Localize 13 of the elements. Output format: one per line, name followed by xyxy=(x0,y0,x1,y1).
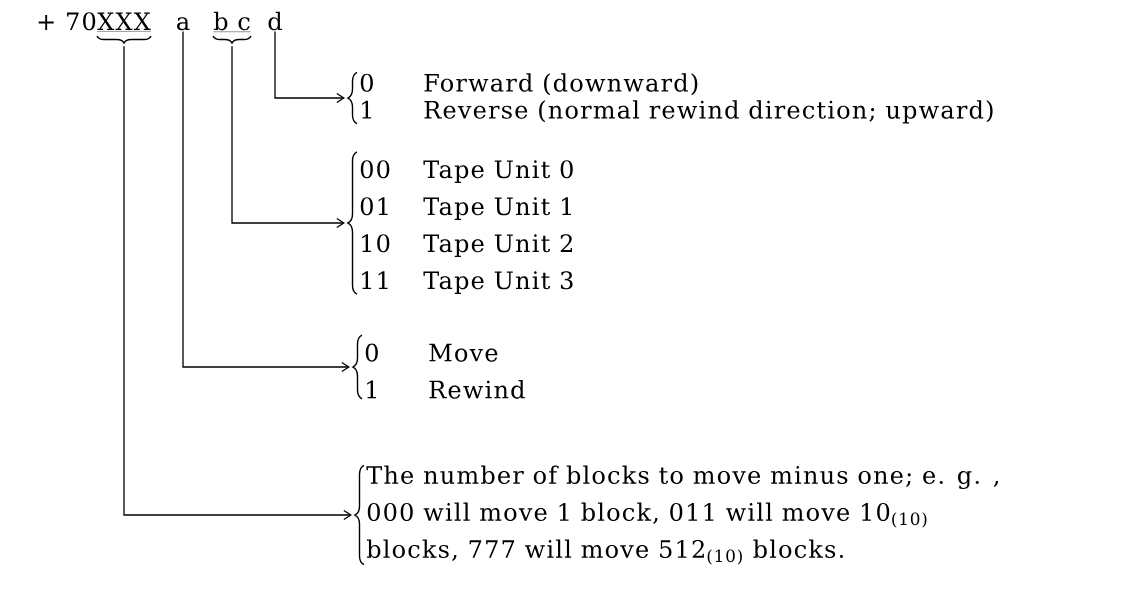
code-table: 00 Tape Unit 0 01 Tape Unit 1 10 Tape Unit 2 11 Tape Unit 3 xyxy=(347,151,573,295)
arrow xyxy=(231,45,345,229)
brace-description: The number of blocks to move minus one; e. g. , 000 will move 1 block, 011 will move 10$_{(10)}$ blocks, 777 will move 512$_{(10)}$ blocks. xyxy=(354,464,999,566)
arrow xyxy=(123,45,352,521)
code-table: 0 Forward (downward) 1 Reverse (normal rewind direction; upward) xyxy=(347,71,993,125)
arrow xyxy=(274,30,345,104)
field-letter: d xyxy=(268,11,282,31)
arrow xyxy=(182,30,350,373)
field-letter: a xyxy=(177,17,190,31)
field-letter: b c xyxy=(212,11,252,44)
instruction-prefix: + 70 xyxy=(38,12,96,31)
field-letter: XXX xyxy=(96,12,152,44)
code-table: 0 Move 1 Rewind xyxy=(352,334,525,400)
